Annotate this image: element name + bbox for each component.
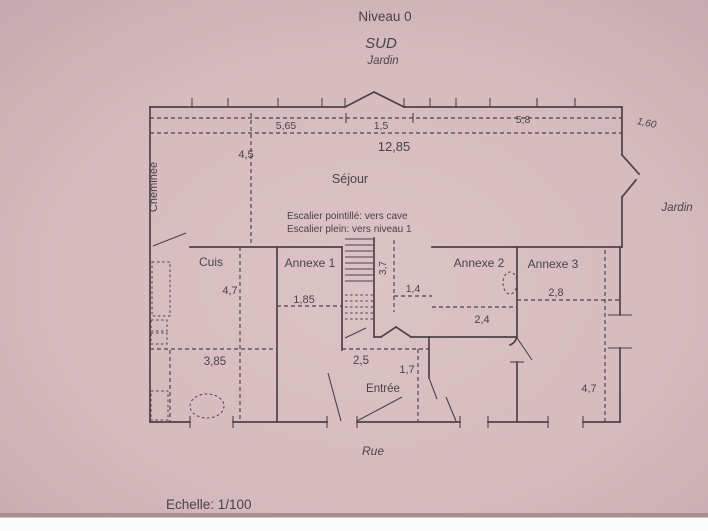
wc-fixture [189, 393, 225, 419]
dim-stairs-depth: 3,7 [378, 261, 389, 275]
dim-annex2-width: 2,4 [474, 314, 489, 326]
room-annex2: Annexe 2 [454, 256, 505, 270]
dim-passage: 1,4 [406, 283, 421, 295]
dim-annex3-depth: 4,7 [581, 383, 596, 395]
legend-stairs-solid: Escalier plein: vers niveau 1 [287, 224, 412, 235]
room-living: Séjour [332, 172, 368, 186]
legend-stairs-dotted: Escalier pointillé: vers cave [287, 211, 408, 222]
sink-fixture [150, 390, 169, 421]
chimney-label: Cheminée [148, 162, 160, 212]
dim-hall-width: 2,5 [353, 355, 369, 367]
staircase [345, 238, 373, 320]
column-fixture [502, 271, 518, 295]
small-fixture-1 [150, 319, 168, 332]
street-label: Rue [362, 444, 384, 458]
dim-entry-width: 1,7 [399, 364, 414, 376]
dim-kitchen-depth: 4,7 [222, 285, 237, 297]
dim-top-right: 5,8 [516, 114, 531, 126]
walls-layer [149, 90, 641, 428]
door-ticks-bottom [189, 416, 584, 428]
white-strip [0, 517, 708, 531]
room-annex1: Annexe 1 [285, 256, 336, 270]
garden-right-label: Jardin [660, 202, 692, 214]
dim-overall-width: 12,85 [378, 139, 411, 154]
orientation-label: SUD [365, 35, 397, 52]
plan-title: Niveau 0 [358, 9, 411, 24]
labels-layer: Niveau 0 SUD Jardin Jardin Rue Echelle: … [148, 9, 693, 512]
room-entry: Entrée [366, 383, 400, 395]
door-swings [152, 232, 533, 422]
scale-label: Echelle: 1/100 [166, 497, 252, 512]
dim-bath-width: 3,85 [204, 356, 226, 368]
dim-annex3-width: 2,8 [548, 287, 563, 299]
dim-annex1-width: 1,85 [293, 294, 314, 306]
garden-top-label: Jardin [366, 55, 398, 67]
dim-right-side-note: 1,60 [636, 116, 658, 131]
fixtures [150, 261, 518, 421]
dimension-lines [150, 113, 622, 422]
dim-top-center: 1,5 [374, 120, 389, 132]
room-annex3: Annexe 3 [528, 257, 579, 271]
dim-living-depth: 4,5 [238, 149, 253, 161]
dim-top-left: 5,65 [276, 120, 297, 132]
window-ticks-top [191, 98, 576, 107]
paper-bottom-edge [0, 513, 708, 518]
room-kitchen: Cuis [199, 255, 223, 269]
small-fixture-2 [150, 332, 168, 345]
